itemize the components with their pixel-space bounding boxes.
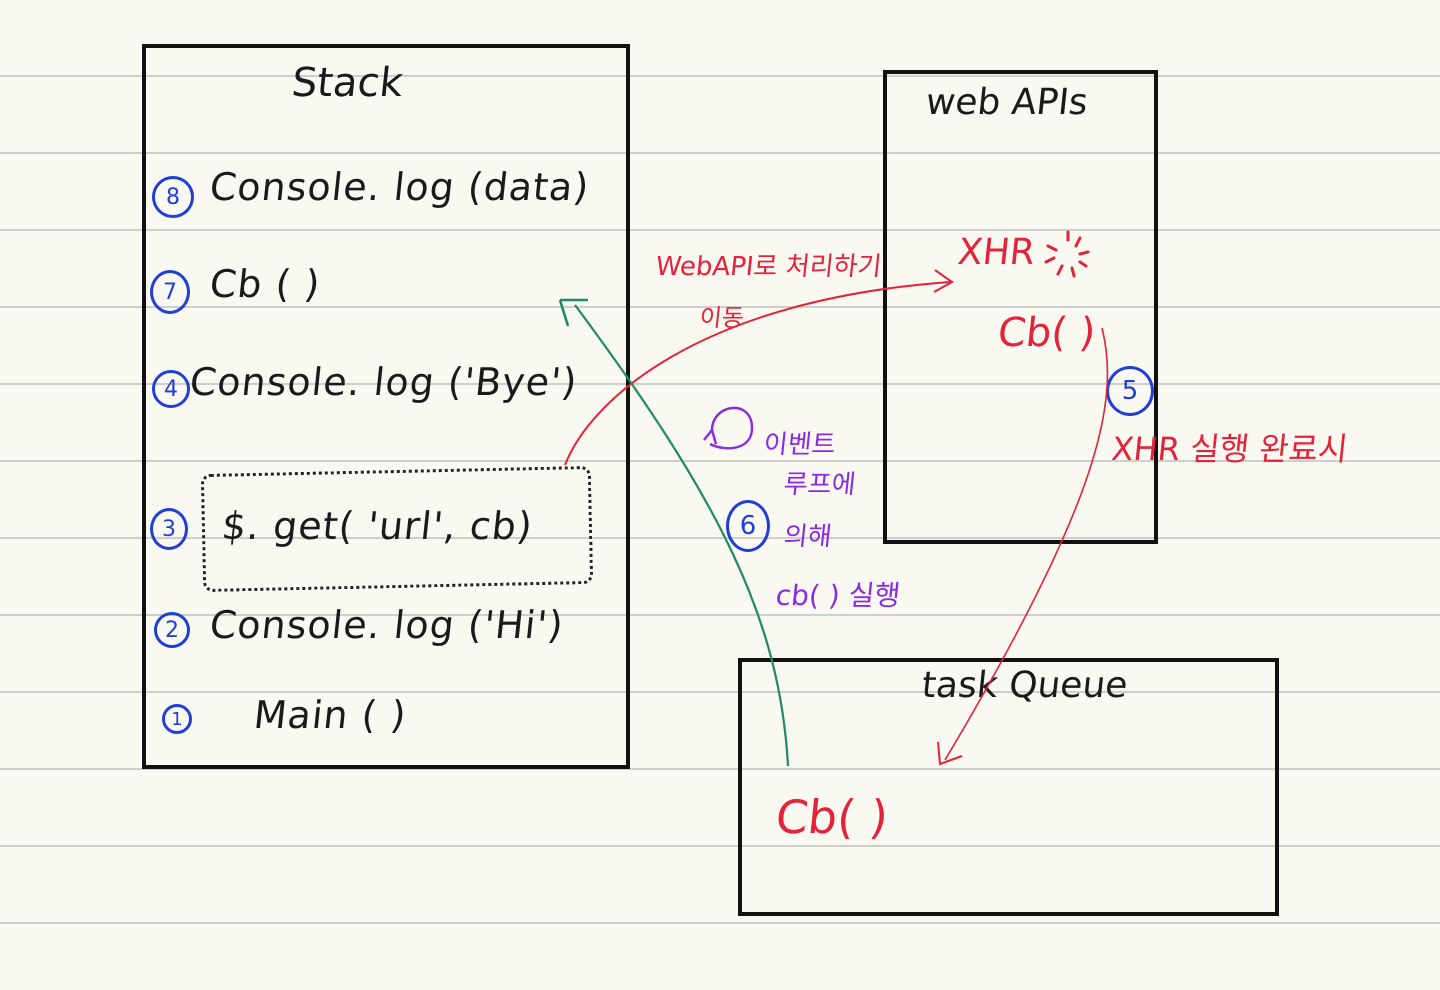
- web-apis-title: web APIs: [923, 82, 1090, 123]
- annotation-webapi-move-line2: 이동: [698, 304, 746, 332]
- task-queue-cb: Cb( ): [773, 790, 891, 844]
- annotation-event-loop-line3: 의해: [782, 522, 834, 552]
- stack-item-console-log-data: Console. log (data): [207, 165, 592, 209]
- web-apis-box: [883, 70, 1158, 544]
- annotation-event-loop-line2: 루프에: [782, 470, 858, 500]
- stack-title: Stack: [289, 60, 406, 106]
- stack-item-cb: Cb ( ): [207, 262, 323, 306]
- task-queue-title: task Queue: [919, 665, 1130, 706]
- step-badge-6: 6: [726, 500, 770, 552]
- web-apis-cb: Cb( ): [995, 310, 1098, 356]
- stack-item-main: Main ( ): [251, 693, 409, 737]
- annotation-event-loop-line1: 이벤트: [762, 430, 838, 460]
- step-badge-3: 3: [150, 508, 188, 550]
- stack-item-console-log-bye: Console. log ('Bye'): [187, 360, 580, 404]
- step-badge-8: 8: [152, 176, 194, 218]
- step-badge-5: 5: [1106, 366, 1154, 416]
- step-badge-2: 2: [154, 612, 190, 648]
- step-badge-7: 7: [150, 270, 190, 314]
- stack-box: [142, 44, 630, 769]
- stack-item-get-url: $. get( 'url', cb): [219, 504, 536, 548]
- annotation-webapi-move-line1: WebAPI로 처리하기: [654, 252, 884, 282]
- web-apis-xhr: XHR: [955, 232, 1037, 273]
- annotation-event-loop-line4: cb( ) 실행: [774, 579, 902, 612]
- annotation-xhr-done: XHR 실행 완료시: [1109, 430, 1350, 468]
- stack-item-console-log-hi: Console. log ('Hi'): [207, 603, 567, 647]
- step-badge-1: 1: [162, 704, 192, 734]
- step-badge-4: 4: [152, 370, 190, 408]
